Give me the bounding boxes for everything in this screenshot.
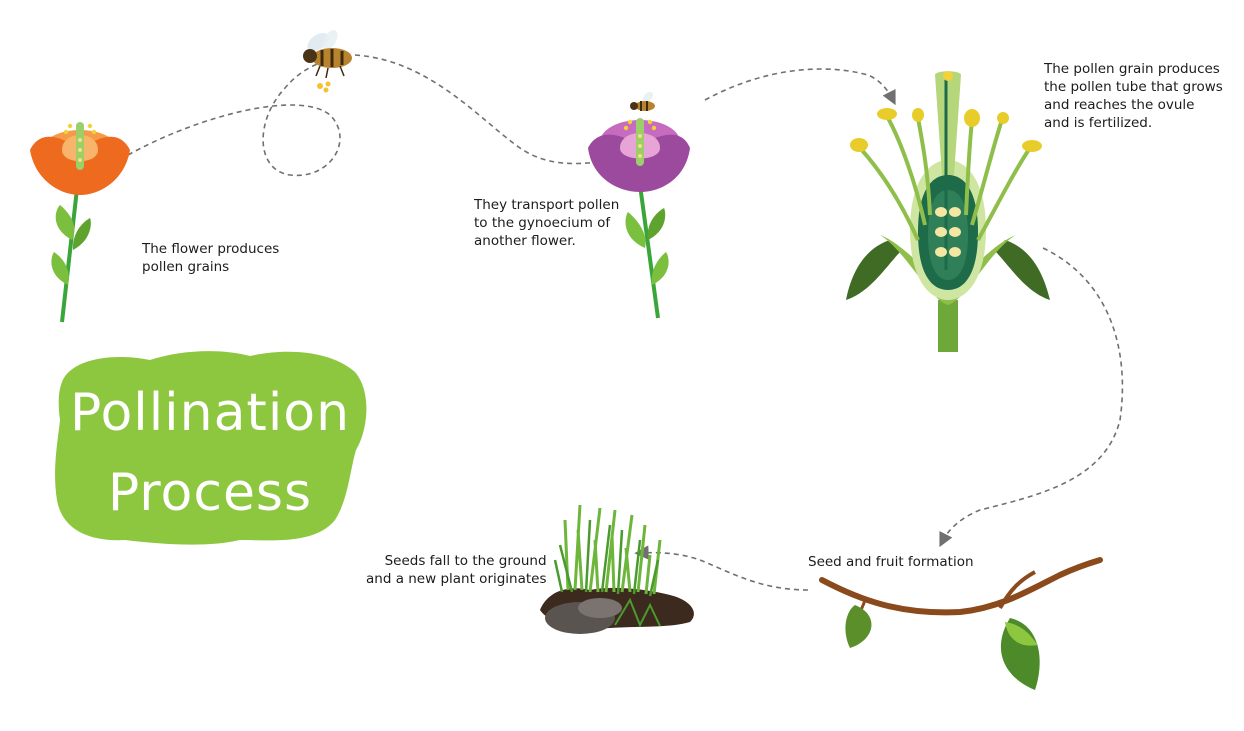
path-flower-to-bee <box>127 54 349 177</box>
bee-icon <box>303 30 352 93</box>
title-line-2: Process <box>107 463 313 523</box>
caption-pollen-tube: The pollen grain produces the pollen tub… <box>1044 61 1223 131</box>
path-pistil-to-seed <box>939 247 1124 548</box>
caption-seed-fruit: Seed and fruit formation <box>808 554 974 570</box>
caption-flower-produces: The flower produces pollen grains <box>142 241 280 275</box>
path-seed-to-grass <box>634 545 809 591</box>
path-bee-to-purple-flower <box>354 54 601 165</box>
grass-on-soil-icon <box>540 504 694 634</box>
small-bee-icon <box>630 91 655 111</box>
path-to-pistil <box>704 68 896 106</box>
title-blob <box>55 351 367 545</box>
branch-with-leaves-icon <box>819 557 1103 690</box>
orange-flower-icon <box>30 122 130 323</box>
purple-flower-icon <box>588 118 690 319</box>
caption-seeds-fall: Seeds fall to the ground and a new plant… <box>366 553 547 587</box>
title-line-1: Pollination <box>69 383 351 443</box>
caption-transport: They transport pollen to the gynoecium o… <box>474 197 620 249</box>
pistil-cross-section-icon <box>846 71 1050 352</box>
